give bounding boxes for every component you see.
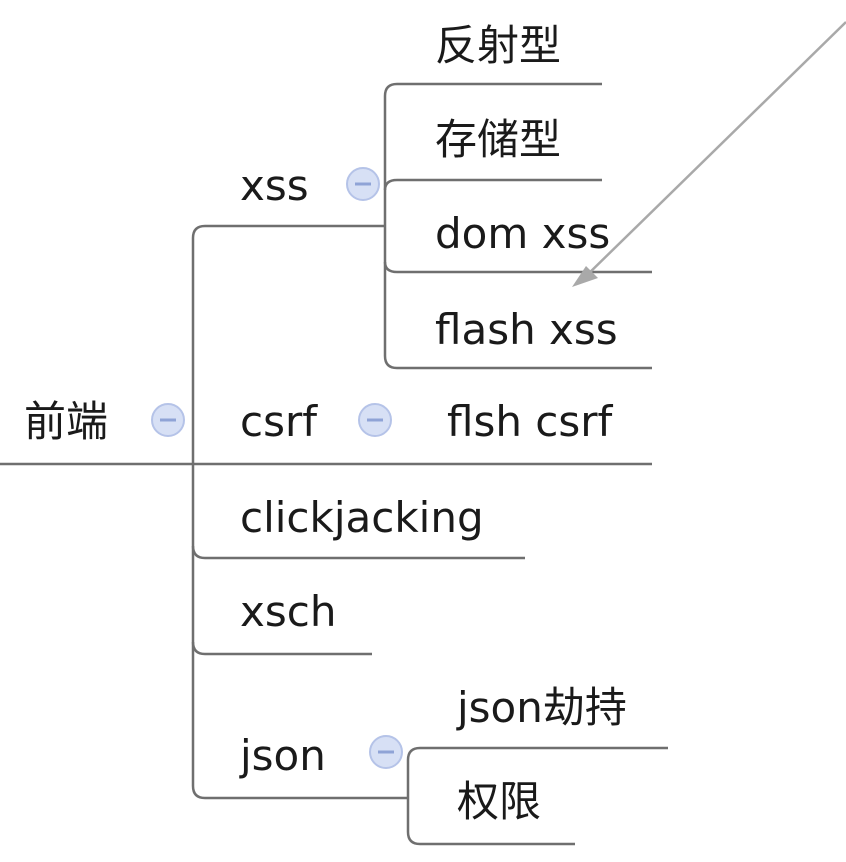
branch-clickjacking-label[interactable]: clickjacking xyxy=(240,493,484,542)
xss-child-reflected[interactable]: 反射型 xyxy=(435,21,561,70)
csrf-collapse-button[interactable] xyxy=(358,403,392,437)
clickjacking-underline xyxy=(191,545,525,560)
json-child-permission[interactable]: 权限 xyxy=(457,777,541,826)
root-collapse-button[interactable] xyxy=(151,403,185,437)
xss-child-stored[interactable]: 存储型 xyxy=(435,115,561,164)
root-node-label[interactable]: 前端 xyxy=(24,397,108,446)
relationship-arrow-line xyxy=(581,21,846,281)
branch-csrf-label[interactable]: csrf xyxy=(240,397,318,446)
json-spine xyxy=(406,746,421,846)
xss-child-flash-xss[interactable]: flash xss xyxy=(435,305,618,354)
branch-xss-label[interactable]: xss xyxy=(240,161,309,210)
xsch-underline xyxy=(191,641,372,656)
xss-child-dom-xss[interactable]: dom xss xyxy=(435,209,610,258)
json-child-hijack[interactable]: json劫持 xyxy=(456,683,627,732)
root-spine xyxy=(191,224,206,800)
xss-spine xyxy=(383,82,398,370)
xss-child-underline-3 xyxy=(383,261,652,274)
branch-xsch-label[interactable]: xsch xyxy=(240,587,336,636)
xss-collapse-button[interactable] xyxy=(346,167,380,201)
branch-json-label[interactable]: json xyxy=(239,731,326,780)
csrf-child-flsh-csrf[interactable]: flsh csrf xyxy=(447,397,614,446)
relationship-arrow-head xyxy=(572,266,598,287)
xss-child-underline-2 xyxy=(383,178,602,191)
json-collapse-button[interactable] xyxy=(369,735,403,769)
